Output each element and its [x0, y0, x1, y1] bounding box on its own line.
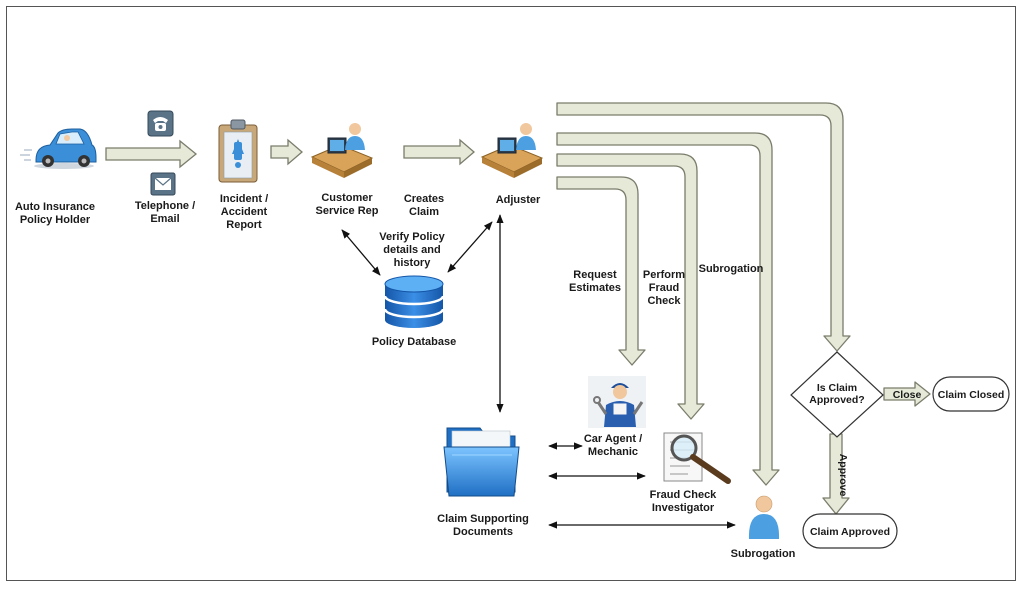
- arrow-to-subrogation: [556, 132, 780, 486]
- label-line: Estimates: [569, 282, 621, 294]
- database-icon: [383, 275, 445, 328]
- email-icon: [150, 172, 176, 196]
- label-subrogation-person: Subrogation: [731, 548, 796, 560]
- label-line: Customer: [321, 192, 373, 204]
- label-line: Mechanic: [588, 446, 638, 458]
- label-line: Accident: [221, 206, 268, 218]
- arrow-rep-to-adjuster: [403, 138, 475, 166]
- label-line: Creates: [404, 193, 444, 205]
- car-icon: [20, 128, 97, 169]
- arrow-to-mechanic: [556, 176, 646, 366]
- terminal-claim-closed: [932, 376, 1010, 412]
- label-line: Policy Holder: [20, 214, 91, 226]
- label-line: Incident /: [220, 193, 268, 205]
- label-line: Car Agent /: [584, 433, 642, 445]
- elbow-arrows: [556, 102, 931, 515]
- label-line: Check: [647, 295, 681, 307]
- mechanic-icon: [588, 376, 646, 428]
- label-line: Policy Database: [372, 336, 456, 348]
- customer-service-rep-icon: [310, 123, 374, 178]
- label-line: Verify Policy: [379, 231, 445, 243]
- arrow-to-decision: [556, 102, 851, 352]
- diagram-frame: [6, 6, 1016, 581]
- label-line: Is Claim: [817, 382, 857, 394]
- person-icon: [748, 495, 780, 539]
- label-line: Fraud Check: [650, 489, 718, 501]
- label-line: Service Rep: [316, 205, 379, 217]
- label-line: Adjuster: [496, 194, 541, 206]
- label-line: Report: [226, 219, 262, 231]
- arrow-to-fraud: [556, 153, 705, 420]
- connector-adjuster-db: [447, 221, 493, 273]
- label-line: Perform: [643, 269, 685, 281]
- terminal-claim-approved: [802, 513, 898, 549]
- label-line: Subrogation: [699, 263, 764, 275]
- label-line: Subrogation: [731, 548, 796, 560]
- label-line: Fraud: [649, 282, 680, 294]
- label-line: Claim: [409, 206, 439, 218]
- folder-icon: [443, 427, 520, 497]
- magnifier-document-icon: [663, 432, 731, 484]
- adjuster-icon: [480, 123, 544, 178]
- arrow-approve: [822, 433, 850, 515]
- label-telephone-email: Telephone /Email: [135, 200, 195, 225]
- label-claim-closed: Claim Closed: [938, 389, 1005, 401]
- label-line: Email: [150, 213, 179, 225]
- label-line: history: [394, 257, 432, 269]
- arrow-report-to-rep: [270, 138, 303, 166]
- flow-arrows: [105, 138, 475, 169]
- label-car-agent: Car Agent /Mechanic: [584, 433, 642, 458]
- label-adjuster: Adjuster: [496, 194, 541, 206]
- label-line: Investigator: [652, 502, 715, 514]
- label-approve: Approve: [837, 454, 849, 497]
- label-policy-database: Policy Database: [372, 336, 456, 348]
- connector-arrows: [341, 214, 736, 529]
- label-claim-approved: Claim Approved: [810, 526, 890, 538]
- decision-node: [790, 351, 884, 438]
- label-line: details and: [383, 244, 440, 256]
- label-line: Auto Insurance: [15, 201, 95, 213]
- label-close: Close: [893, 389, 922, 401]
- arrow-holder-to-report: [105, 139, 198, 169]
- label-line: Claim Supporting: [437, 513, 529, 525]
- arrow-close: [883, 381, 931, 407]
- clipboard-icon: [218, 119, 258, 183]
- label-subrogation-path: Subrogation: [699, 263, 764, 275]
- label-line: Telephone /: [135, 200, 195, 212]
- telephone-icon: [147, 110, 174, 137]
- connector-rep-db: [341, 229, 381, 276]
- label-line: Documents: [453, 526, 513, 538]
- label-line: Approved?: [809, 394, 864, 406]
- label-line: Request: [573, 269, 617, 281]
